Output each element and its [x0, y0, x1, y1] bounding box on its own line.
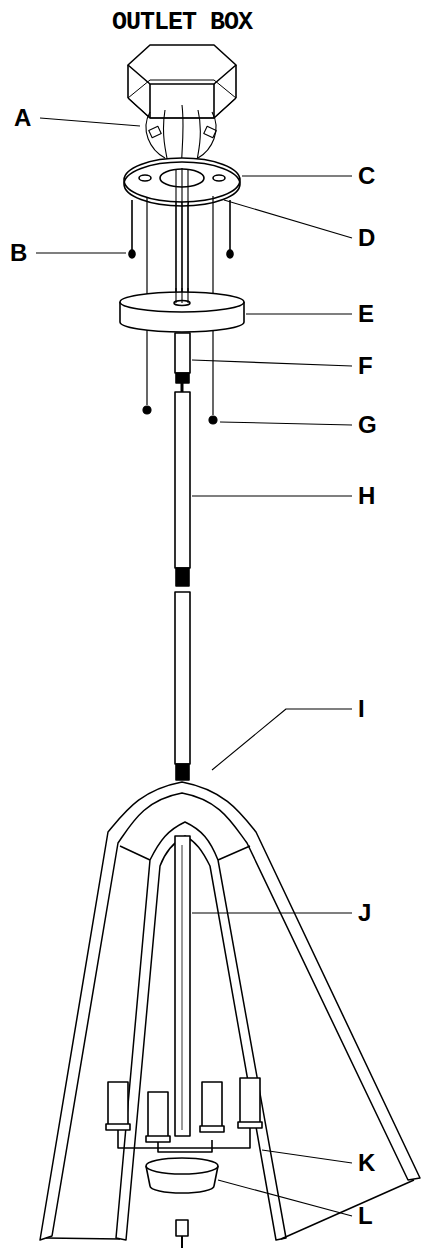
- callout-letter: G: [358, 413, 377, 437]
- callout-letter: A: [14, 106, 31, 130]
- callout-letter: E: [358, 302, 374, 326]
- callout-letter: L: [358, 1204, 373, 1228]
- mounting-screws: [129, 200, 233, 258]
- center-column: [175, 836, 190, 1136]
- callout-letter: K: [358, 1151, 375, 1175]
- callout-letter: F: [358, 354, 373, 378]
- title-label: OUTLET BOX: [112, 10, 252, 35]
- callout-letter: J: [358, 901, 371, 925]
- crossbar-plate: [124, 158, 240, 300]
- candle-arms: [106, 1078, 262, 1152]
- canopy: [120, 288, 244, 332]
- lantern-frame: [40, 782, 420, 1240]
- callout-letter: C: [358, 164, 375, 188]
- bottom-cup: [146, 1158, 218, 1248]
- callout-letter: B: [10, 241, 27, 265]
- callout-letter: D: [358, 226, 375, 250]
- callout-letter: H: [358, 484, 375, 508]
- down-rods: [175, 392, 190, 780]
- callout-letter: I: [358, 697, 365, 721]
- leader-lines: [36, 118, 352, 1216]
- coupler: [175, 333, 190, 392]
